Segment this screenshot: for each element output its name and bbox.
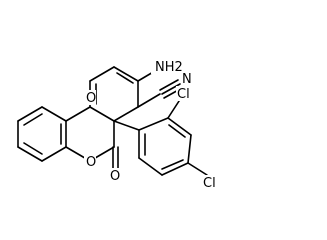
bond-nitrile-triple-1	[159, 79, 179, 91]
bonds	[17, 66, 208, 176]
bond-benzo-4	[17, 146, 43, 162]
amino-label: NH2	[155, 60, 183, 75]
bond-pyran-3	[113, 66, 139, 82]
atom-labels: NH2 N O O O Cl Cl	[84, 58, 218, 191]
bond-benzo-3	[41, 146, 67, 162]
bond-benzo-inner-2	[23, 142, 43, 155]
bond-aryl-inner-1	[168, 124, 186, 138]
chloro-ortho-label: Cl	[177, 87, 190, 102]
bond-benzo-1	[41, 106, 67, 122]
bond-nitrile-1	[137, 93, 161, 108]
bond-aryl-ring-2	[167, 117, 192, 136]
bond-benzo-inner-1	[23, 113, 43, 126]
bond-pyran-5	[113, 106, 139, 122]
molecule-drawing: NH2 N O O O Cl Cl	[17, 58, 218, 191]
lactone-oxygen-label: O	[86, 155, 96, 170]
bond-aryl-ring-5	[138, 157, 163, 176]
bond-aryl-ring-4	[161, 162, 189, 176]
bond-lactone-2	[89, 106, 115, 122]
bond-aryl-ring-1	[138, 117, 169, 131]
chloro-para-label: Cl	[203, 176, 216, 191]
pyran-oxygen-label: O	[86, 91, 96, 106]
structure-diagram: NH2 N O O O Cl Cl	[17, 58, 218, 191]
bond-aryl-ring-3	[187, 134, 192, 164]
bond-nitrile-triple-2	[161, 83, 181, 95]
bond-cl-ortho	[167, 97, 182, 119]
bond-cl-para	[187, 162, 208, 176]
bond-benzo-6	[17, 106, 43, 122]
bond-pyran-double-2	[116, 72, 134, 84]
carbonyl-oxygen-label: O	[110, 169, 120, 184]
nitrile-n-label: N	[182, 72, 192, 87]
bond-aryl-inner-2	[161, 159, 184, 170]
bond-aryl	[113, 120, 140, 131]
bond-lactone-1	[65, 106, 91, 122]
bond-pyran-2	[89, 66, 115, 82]
